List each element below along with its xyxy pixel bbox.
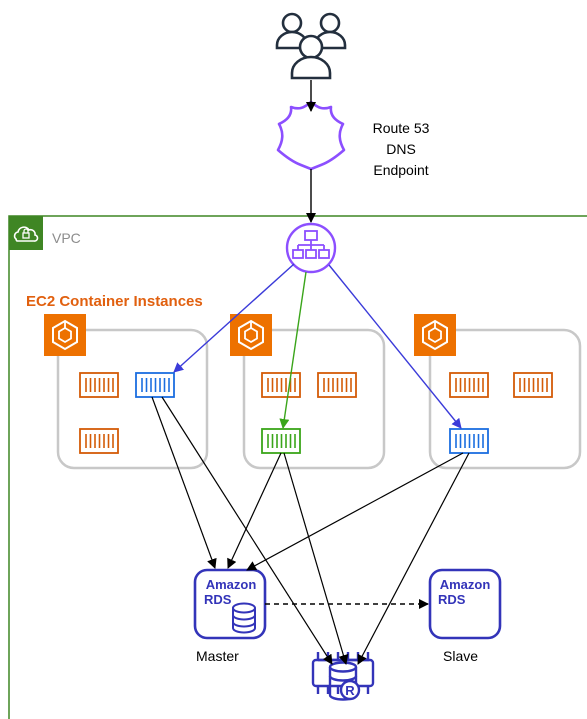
route53-shield-icon (276, 100, 346, 171)
ecs-icon (43, 313, 87, 357)
ec2-instance-box-2 (242, 328, 386, 470)
container-icon (79, 428, 119, 454)
rds-slave-brand: Amazon (439, 577, 491, 592)
container-icon (261, 372, 301, 398)
arrow-c3-to-redis (357, 452, 470, 665)
ec2-instance-box-1 (56, 328, 209, 470)
container-icon (513, 372, 553, 398)
ec2-instance-box-3 (428, 328, 582, 470)
rds-slave-caption: Slave (443, 648, 479, 664)
rds-slave-text: Amazon RDS (432, 577, 498, 607)
container-icon (449, 428, 489, 454)
ecs-icon (229, 313, 273, 357)
rds-slave-service: RDS (438, 592, 466, 607)
rds-master-text: Amazon RDS (198, 577, 264, 607)
arrow-c2-to-redis (283, 452, 349, 665)
arrow-c2-to-master (227, 452, 282, 569)
arrow-c1-to-redis (161, 396, 333, 665)
rds-database-icon (231, 602, 259, 634)
container-icon (449, 372, 489, 398)
route53-label-line2: DNS (386, 141, 416, 157)
route53-label: Route 53 DNS Endpoint (356, 118, 446, 181)
rds-master-brand: Amazon (205, 577, 257, 592)
container-icon (261, 428, 301, 454)
rds-master-caption: Master (196, 648, 239, 664)
arrow-elb-to-container-3 (328, 264, 462, 429)
vpc-label: VPC (52, 230, 81, 246)
container-icon (79, 372, 119, 398)
arrow-elb-to-container-1 (173, 263, 295, 373)
arrow-c3-to-master (246, 452, 464, 571)
rds-slave-icon (428, 568, 502, 640)
elasticache-redis-icon: R (311, 652, 375, 701)
route53-label-line3: Endpoint (373, 162, 429, 178)
ec2-container-instances-label: EC2 Container Instances (26, 293, 203, 310)
users-icon (275, 12, 347, 80)
rds-master-icon (193, 568, 267, 640)
container-icon (317, 372, 357, 398)
arrow-elb-to-container-2 (279, 271, 307, 429)
container-icon (135, 372, 175, 398)
ecs-icon (413, 313, 457, 357)
route53-label-line1: Route 53 (372, 120, 430, 136)
load-balancer-icon (285, 222, 337, 274)
svg-text:R: R (345, 683, 355, 698)
rds-master-service: RDS (204, 592, 232, 607)
vpc-cloud-lock-icon (9, 216, 43, 250)
arrow-c1-to-master (151, 396, 217, 569)
